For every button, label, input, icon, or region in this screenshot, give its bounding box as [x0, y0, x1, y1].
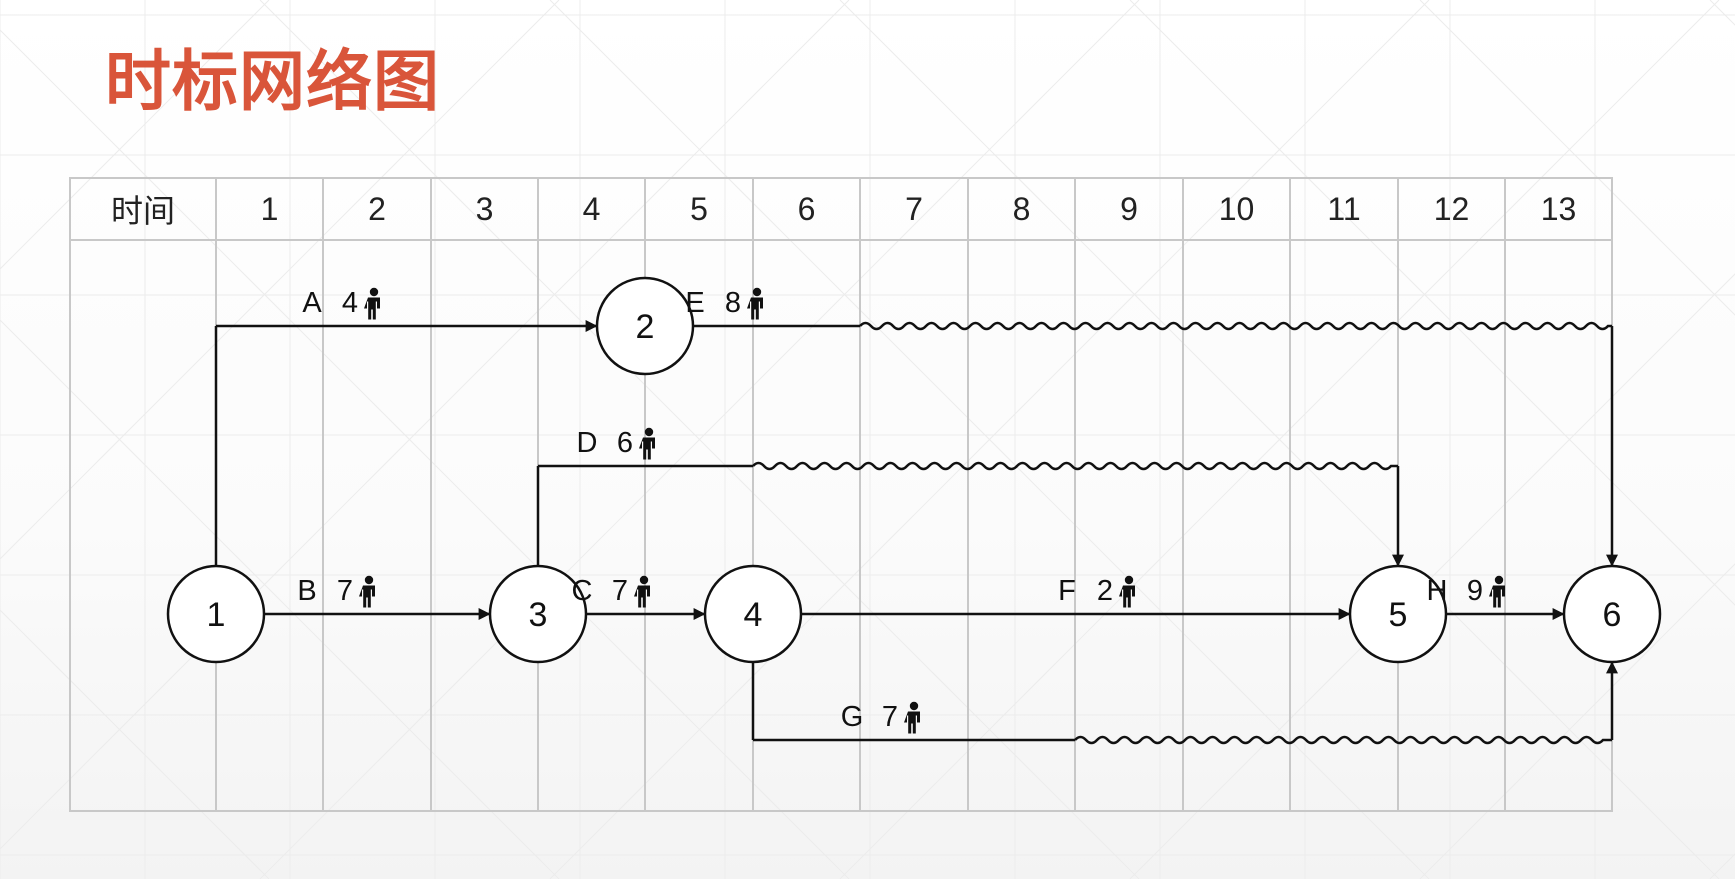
period-header: 4 [583, 191, 601, 227]
activity-resource: 7 [612, 575, 628, 607]
activity-resource: 6 [617, 427, 633, 459]
node-label: 2 [636, 308, 655, 346]
period-header: 6 [798, 191, 816, 227]
person-icon [634, 575, 650, 608]
person-icon [747, 287, 763, 320]
period-header: 5 [690, 191, 708, 227]
event-nodes: 1 2 3 4 5 6 [166, 276, 1662, 664]
period-header: 2 [368, 191, 386, 227]
node-circle [595, 276, 695, 376]
free-float-wave [859, 321, 1612, 331]
activity-d [536, 461, 1404, 567]
event-node-2: 2 [595, 276, 695, 376]
event-node-5: 5 [1348, 564, 1448, 664]
period-header: 8 [1013, 191, 1031, 227]
activity-e [693, 321, 1618, 567]
activity-resource: 4 [342, 287, 358, 319]
node-circle [488, 564, 588, 664]
period-header: 10 [1219, 191, 1255, 227]
node-label: 4 [744, 596, 763, 634]
person-icon [904, 701, 920, 734]
activity-arrows [214, 320, 1618, 745]
activity-resource: 7 [337, 575, 353, 607]
event-node-6: 6 [1562, 564, 1662, 664]
event-node-4: 4 [703, 564, 803, 664]
node-circle [1562, 564, 1662, 664]
activity-a [214, 320, 598, 566]
period-header: 7 [905, 191, 923, 227]
free-float-wave [752, 461, 1398, 471]
free-float-wave [1074, 735, 1612, 745]
node-label: 6 [1603, 596, 1622, 634]
activity-name: E [685, 287, 704, 319]
person-icon [1489, 575, 1505, 608]
node-label: 5 [1389, 596, 1408, 634]
activity-name: C [572, 575, 593, 607]
activity-resource: 9 [1467, 575, 1483, 607]
period-header: 1 [261, 191, 279, 227]
activity-resource: 7 [882, 701, 898, 733]
person-icon [1119, 575, 1135, 608]
activity-resource: 2 [1097, 575, 1113, 607]
activity-name: F [1058, 575, 1076, 607]
node-circle [703, 564, 803, 664]
activity-name: B [297, 575, 316, 607]
period-header: 11 [1327, 191, 1360, 227]
page-title: 时标网络图 [105, 43, 440, 120]
period-header: 9 [1120, 191, 1138, 227]
activity-resource: 8 [725, 287, 741, 319]
activity-g [751, 661, 1618, 745]
person-icon [364, 287, 380, 320]
activity-name: H [1427, 575, 1448, 607]
node-label: 1 [207, 596, 226, 634]
node-circle [166, 564, 266, 664]
period-header: 3 [476, 191, 494, 227]
activity-name: A [302, 287, 322, 319]
node-label: 3 [529, 596, 548, 634]
event-node-3: 3 [488, 564, 588, 664]
event-node-1: 1 [166, 564, 266, 664]
person-icon [639, 427, 655, 460]
person-icon [359, 575, 375, 608]
time-header-label: 时间 [111, 192, 175, 230]
period-header: 13 [1541, 191, 1577, 227]
node-circle [1348, 564, 1448, 664]
period-header: 12 [1434, 191, 1470, 227]
activity-name: G [841, 701, 864, 733]
activity-name: D [577, 427, 598, 459]
